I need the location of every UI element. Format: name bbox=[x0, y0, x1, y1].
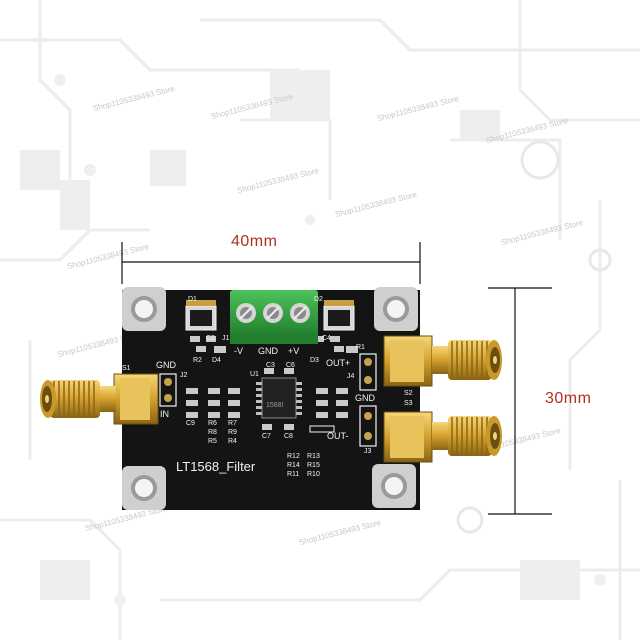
io-label-gnd-right: GND bbox=[355, 393, 375, 403]
designator: R10 bbox=[307, 471, 320, 478]
designator: J3 bbox=[364, 448, 372, 455]
designator: C6 bbox=[286, 362, 295, 369]
height-dimension-label: 30mm bbox=[545, 390, 592, 407]
designator: S1 bbox=[122, 365, 131, 372]
io-label-out-plus: OUT+ bbox=[326, 358, 351, 368]
designator: C4 bbox=[322, 335, 331, 342]
designator: D4 bbox=[212, 357, 221, 364]
designator: R13 bbox=[307, 453, 320, 460]
designator: R6 bbox=[208, 420, 217, 427]
pin-header-icon bbox=[359, 405, 377, 447]
designator: D3 bbox=[310, 357, 319, 364]
power-label-minus: -V bbox=[234, 346, 243, 356]
designator: R2 bbox=[193, 357, 202, 364]
sma-connector-icon bbox=[40, 373, 159, 425]
designator: J1 bbox=[222, 335, 230, 342]
designator: S3 bbox=[404, 400, 413, 407]
designator: R8 bbox=[208, 429, 217, 436]
designator: S2 bbox=[404, 390, 413, 397]
sma-connector-icon bbox=[383, 411, 502, 463]
designator: C9 bbox=[186, 420, 195, 427]
width-dimension-label: 40mm bbox=[231, 233, 278, 250]
io-label-input: IN bbox=[160, 409, 169, 419]
designator: U1 bbox=[250, 371, 259, 378]
designator: R15 bbox=[307, 462, 320, 469]
mounting-hole-icon bbox=[122, 287, 166, 331]
power-label-plus: +V bbox=[288, 346, 300, 356]
designator: C8 bbox=[284, 433, 293, 440]
designator: R7 bbox=[228, 420, 237, 427]
designator: R9 bbox=[228, 429, 237, 436]
pin-header-icon bbox=[359, 353, 377, 391]
designator: R4 bbox=[228, 438, 237, 445]
designator: D1 bbox=[188, 296, 197, 303]
designator: C7 bbox=[262, 433, 271, 440]
designator: J4 bbox=[347, 373, 355, 380]
mounting-hole-icon bbox=[374, 287, 418, 331]
designator: D2 bbox=[314, 296, 323, 303]
designator: R1 bbox=[356, 344, 365, 351]
io-label-gnd-left: GND bbox=[156, 360, 176, 370]
designator: R14 bbox=[287, 462, 300, 469]
board-name-label: LT1568_Filter bbox=[176, 459, 256, 474]
designator: J2 bbox=[180, 372, 188, 379]
chip-marking: 1568I bbox=[266, 402, 284, 409]
screw-terminal-icon bbox=[230, 290, 318, 344]
io-label-out-minus: OUT- bbox=[327, 431, 349, 441]
designator: R12 bbox=[287, 453, 300, 460]
pin-header-icon bbox=[159, 373, 177, 407]
designator: C3 bbox=[266, 362, 275, 369]
designator: C2 bbox=[206, 335, 215, 342]
power-label-gnd: GND bbox=[258, 346, 278, 356]
sma-connector-icon bbox=[383, 335, 502, 387]
mounting-hole-icon bbox=[372, 464, 416, 508]
designator: R11 bbox=[287, 471, 300, 478]
mounting-hole-icon bbox=[122, 466, 166, 510]
designator: R5 bbox=[208, 438, 217, 445]
